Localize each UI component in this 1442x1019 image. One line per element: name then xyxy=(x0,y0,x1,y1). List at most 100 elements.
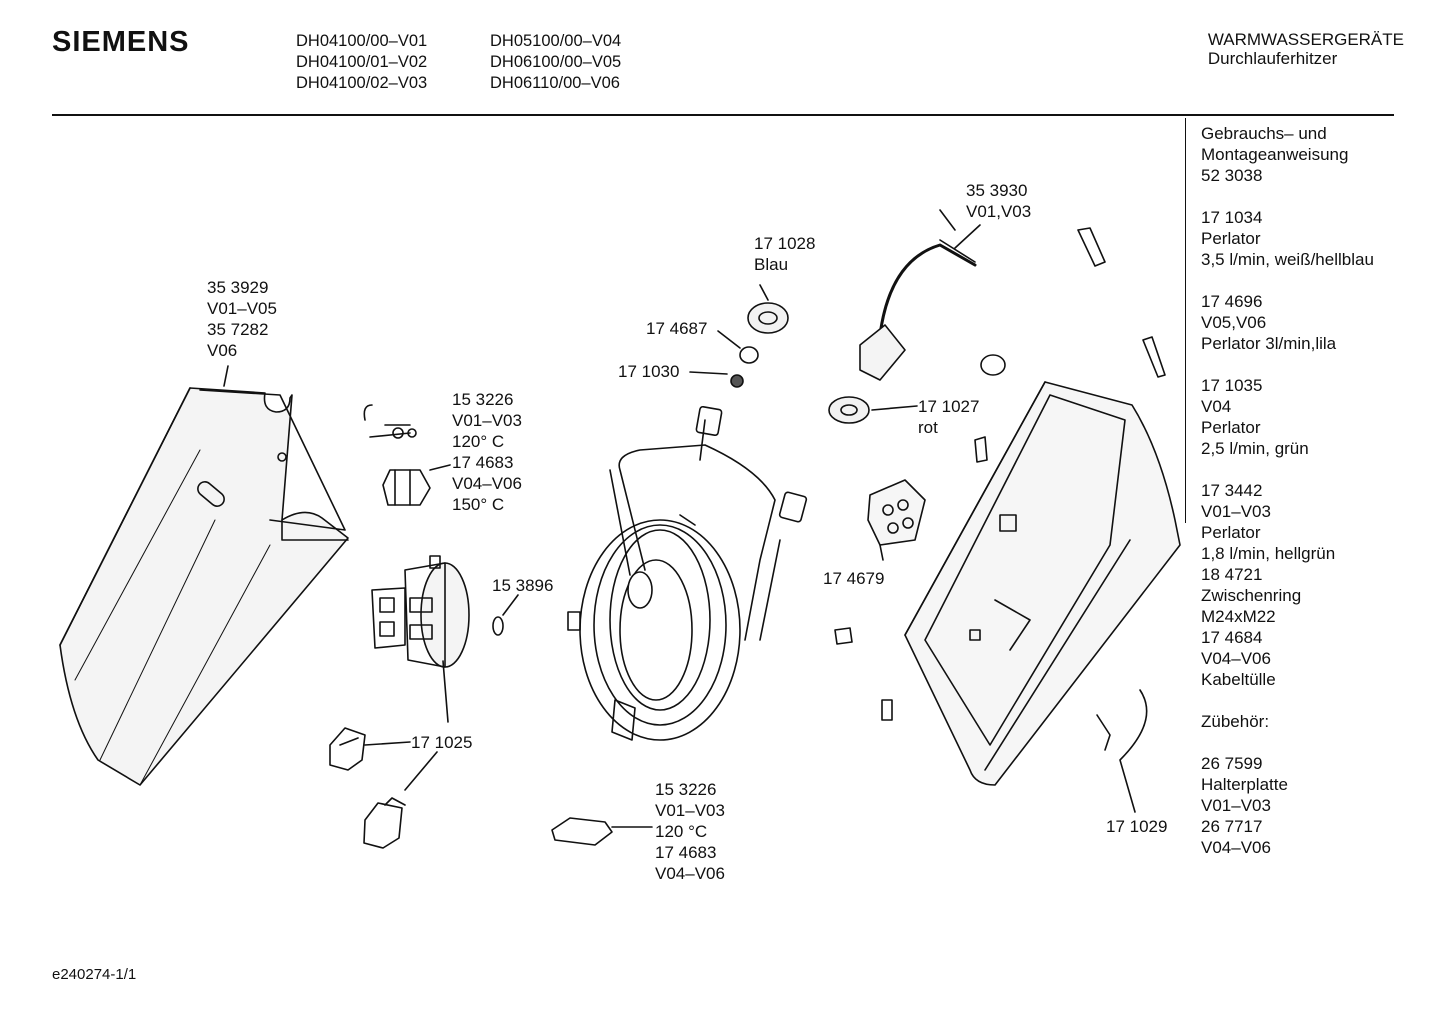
callout-line: V01–V05 xyxy=(207,299,277,318)
callout-line: 17 1029 xyxy=(1106,817,1168,836)
callout-line: V01–V03 xyxy=(452,411,522,430)
legend-line: Zübehör: xyxy=(1201,712,1270,731)
callout-line: 17 4683 xyxy=(452,453,514,472)
terminal-block-part xyxy=(867,479,926,561)
oring-part xyxy=(492,594,519,636)
header-divider xyxy=(52,114,1394,116)
legend-line: 17 1034 xyxy=(1201,208,1263,227)
legend-line: V01–V03 xyxy=(1201,796,1271,815)
callout-line: 17 1030 xyxy=(618,362,680,381)
callout-line: 35 3929 xyxy=(207,278,269,297)
callout-gasket-red: 17 1027 rot xyxy=(918,396,979,438)
callout-line: 17 4683 xyxy=(655,843,717,862)
legend-divider xyxy=(1185,118,1186,523)
legend-group: 17 4696 V05,V06 Perlator 3l/min,lila xyxy=(1201,291,1374,354)
callout-line: 17 4679 xyxy=(823,569,885,588)
legend-line: V05,V06 xyxy=(1201,313,1267,332)
callout-line: 17 1028 xyxy=(754,234,816,253)
callout-line: 15 3226 xyxy=(452,390,514,409)
legend-line: Perlator xyxy=(1201,229,1261,248)
callout-line: V04–V06 xyxy=(452,474,522,493)
legend-line: V01–V03 xyxy=(1201,502,1271,521)
legend-group: Gebrauchs– und Montageanweisung 52 3038 xyxy=(1201,123,1374,186)
callout-line: 35 3930 xyxy=(966,181,1028,200)
callout-line: V04–V06 xyxy=(655,864,725,883)
model-number: DH05100/00–V04 xyxy=(490,32,622,50)
callout-line: 35 7282 xyxy=(207,320,269,339)
legend-line: V04–V06 xyxy=(1201,838,1271,857)
callout-cover: 35 3929 V01–V05 35 7282 V06 xyxy=(207,277,277,361)
callout-line: Blau xyxy=(754,255,789,274)
parts-legend: Gebrauchs– und Montageanweisung 52 3038 … xyxy=(1201,123,1374,879)
legend-line: Perlator xyxy=(1201,418,1261,437)
model-list-2: DH05100/00–V04 DH06100/00–V05 DH06110/00… xyxy=(490,31,621,94)
callout-screen: 17 1030 xyxy=(618,361,679,382)
model-number: DH04100/01–V02 xyxy=(296,53,428,71)
callout-line: 150° C xyxy=(452,495,505,514)
callout-cable: 35 3930 V01,V03 xyxy=(966,180,1031,222)
ring-part xyxy=(717,330,759,364)
callout-ring: 17 4687 xyxy=(646,318,707,339)
base-housing-part xyxy=(904,381,1181,813)
leader-lines xyxy=(759,224,981,301)
legend-line: Gebrauchs– und xyxy=(1201,124,1327,143)
callout-line: 15 3896 xyxy=(492,576,554,595)
callout-line: V06 xyxy=(207,341,238,360)
legend-line: 17 4684 xyxy=(1201,628,1263,647)
gasket-red-part xyxy=(828,396,918,424)
legend-line: 18 4721 xyxy=(1201,565,1263,584)
legend-line: Kabeltülle xyxy=(1201,670,1276,689)
screen-part xyxy=(689,371,744,388)
model-list-1: DH04100/00–V01 DH04100/01–V02 DH04100/02… xyxy=(296,31,427,94)
legend-line: 17 3442 xyxy=(1201,481,1263,500)
heater-coil-part xyxy=(567,405,808,741)
callout-thermostat-bottom: 15 3226 V01–V03 120 °C 17 4683 V04–V06 xyxy=(655,779,725,884)
legend-group: 17 1035 V04 Perlator 2,5 l/min, grün xyxy=(1201,375,1374,459)
legend-line: 26 7599 xyxy=(1201,754,1263,773)
callout-wire: 17 1029 xyxy=(1106,816,1167,837)
legend-line: 1,8 l/min, hellgrün xyxy=(1201,544,1336,563)
category-title: WARMWASSERGERÄTE xyxy=(1207,30,1404,49)
legend-group: 17 3442 V01–V03 Perlator 1,8 l/min, hell… xyxy=(1201,480,1374,690)
model-number: DH06100/00–V05 xyxy=(490,53,622,71)
gasket-blue-part xyxy=(747,302,789,334)
callout-line: V01–V03 xyxy=(655,801,725,820)
legend-line: 3,5 l/min, weiß/hellblau xyxy=(1201,250,1374,269)
callout-line: 17 4687 xyxy=(646,319,708,338)
legend-line: 17 1035 xyxy=(1201,376,1263,395)
callout-line: 17 1027 xyxy=(918,397,980,416)
switch-block-part xyxy=(371,555,470,723)
legend-line: Halterplatte xyxy=(1201,775,1288,794)
callout-line: 120 °C xyxy=(655,822,708,841)
callout-line: 120° C xyxy=(452,432,505,451)
callout-terminal: 17 4679 xyxy=(823,568,884,589)
microswitch-part xyxy=(329,727,438,849)
callout-thermostat-top: 15 3226 V01–V03 120° C 17 4683 V04–V06 1… xyxy=(452,389,522,515)
thermostat-bottom-part xyxy=(551,817,653,846)
thermostat-top-part xyxy=(363,404,451,506)
legend-line: 17 4696 xyxy=(1201,292,1263,311)
category-block: WARMWASSERGERÄTE Durchlauferhitzer xyxy=(1208,30,1404,68)
legend-line: Montageanweisung xyxy=(1201,145,1349,164)
legend-line: 2,5 l/min, grün xyxy=(1201,439,1309,458)
legend-line: 26 7717 xyxy=(1201,817,1263,836)
brand-logo: SIEMENS xyxy=(52,26,190,58)
callout-line: 17 1025 xyxy=(411,733,473,752)
callout-gasket-blue: 17 1028 Blau xyxy=(754,233,815,275)
legend-group: 26 7599 Halterplatte V01–V03 26 7717 V04… xyxy=(1201,753,1374,858)
cover-part xyxy=(59,365,349,786)
model-number: DH06110/00–V06 xyxy=(490,74,620,92)
loose-parts xyxy=(834,227,1166,721)
legend-line: V04 xyxy=(1201,397,1232,416)
legend-line: M24xM22 xyxy=(1201,607,1276,626)
legend-group: 17 1034 Perlator 3,5 l/min, weiß/hellbla… xyxy=(1201,207,1374,270)
callout-switch: 17 1025 xyxy=(411,732,472,753)
callout-oring: 15 3896 xyxy=(492,575,553,596)
callout-line: 15 3226 xyxy=(655,780,717,799)
model-number: DH04100/00–V01 xyxy=(296,32,428,50)
legend-line: 52 3038 xyxy=(1201,166,1263,185)
callout-line: rot xyxy=(918,418,938,437)
document-code: e240274-1/1 xyxy=(52,966,137,983)
model-number: DH04100/02–V03 xyxy=(296,74,428,92)
